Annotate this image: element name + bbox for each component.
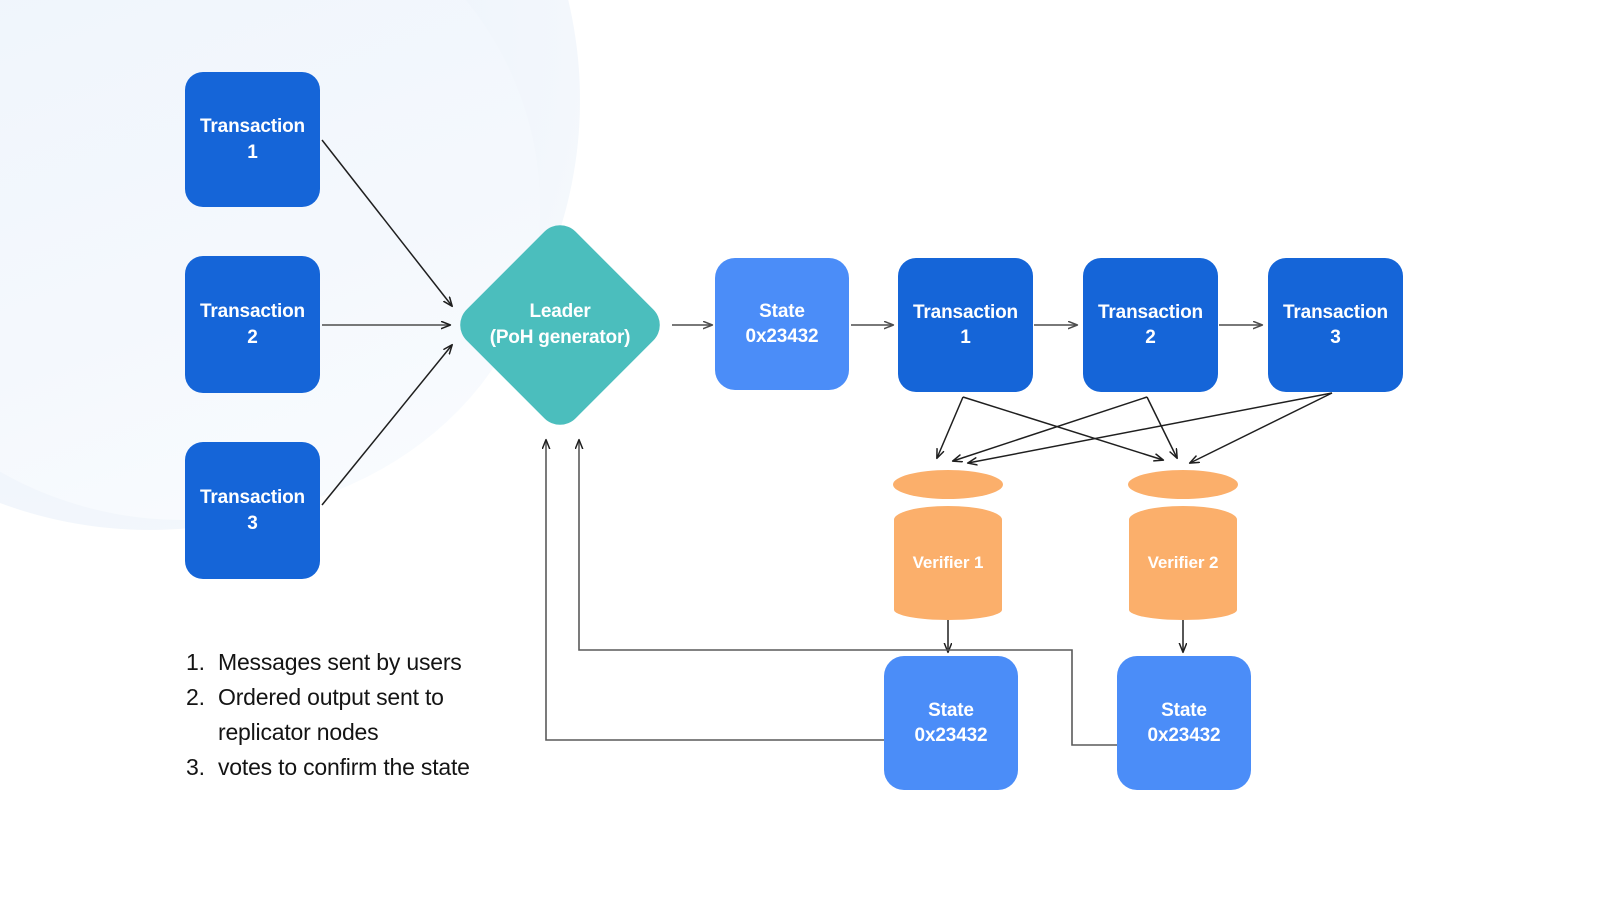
incoming-transaction-3-label: Transaction — [200, 487, 305, 509]
ordered-transaction-2[interactable]: Transaction 2 — [1083, 258, 1218, 392]
verifier-1-state-hash: 0x23432 — [914, 725, 988, 746]
incoming-transaction-1[interactable]: Transaction 1 — [185, 72, 320, 207]
ordered-transaction-2-label: Transaction — [1098, 301, 1203, 323]
verifier-2-state-box[interactable]: State 0x23432 — [1117, 656, 1251, 790]
verifier-2-cylinder-top — [1128, 470, 1238, 499]
verifier-2-state-label: State — [1161, 699, 1207, 721]
leader-label-group: Leader (PoH generator) — [452, 219, 668, 431]
ordered-transaction-2-index: 2 — [1145, 327, 1156, 348]
ordered-transaction-3[interactable]: Transaction 3 — [1268, 258, 1403, 392]
legend-item-1-text: Messages sent by users — [218, 649, 462, 675]
arrow-otx1-to-verifier1 — [937, 396, 964, 458]
verifier-2-node[interactable]: Verifier 2 — [1128, 470, 1238, 620]
legend-item-1: 1. Messages sent by users — [186, 645, 606, 680]
ordered-transaction-3-index: 3 — [1330, 327, 1341, 348]
arrow-otx3-to-verifier1 — [968, 392, 1333, 463]
arrow-tx1-to-leader — [321, 139, 452, 306]
verifier-1-cylinder-top — [893, 470, 1003, 499]
verifier-1-node[interactable]: Verifier 1 — [893, 470, 1003, 620]
arrow-otx1-to-verifier2 — [962, 396, 1163, 460]
legend-item-3: 3. votes to confirm the state — [186, 750, 606, 785]
ordered-transaction-1-index: 1 — [960, 327, 971, 348]
incoming-transaction-3-index: 3 — [247, 512, 258, 534]
incoming-transaction-2-label: Transaction — [200, 301, 305, 323]
verifier-2-label: Verifier 2 — [1147, 553, 1219, 572]
incoming-transaction-1-label: Transaction — [200, 116, 305, 138]
legend: 1. Messages sent by users 2. Ordered out… — [186, 645, 606, 785]
verifier-2-cylinder-body — [1129, 506, 1237, 620]
legend-item-2-number: 2. — [186, 684, 205, 710]
verifier-1-state-box[interactable]: State 0x23432 — [884, 656, 1018, 790]
verifier-1-label: Verifier 1 — [912, 553, 984, 572]
legend-item-2: 2. Ordered output sent to — [186, 680, 606, 715]
verifier-1-state-label: State — [928, 699, 974, 721]
ordered-transaction-1[interactable]: Transaction 1 — [898, 258, 1033, 392]
ordered-transaction-1-label: Transaction — [913, 301, 1018, 323]
ledger-state-box[interactable]: State 0x23432 — [715, 258, 849, 390]
leader-node[interactable]: Leader (PoH generator) — [451, 216, 669, 434]
ordered-transaction-3-label: Transaction — [1283, 301, 1388, 323]
feedback-state2-to-leader — [579, 440, 1117, 746]
arrow-tx3-to-leader — [321, 345, 452, 506]
legend-item-2-continuation: replicator nodes — [218, 719, 379, 745]
verifier-2-state-hash: 0x23432 — [1147, 725, 1221, 746]
incoming-transaction-3[interactable]: Transaction 3 — [185, 442, 320, 579]
incoming-transaction-2[interactable]: Transaction 2 — [185, 256, 320, 393]
leader-title: Leader — [529, 301, 591, 323]
arrow-otx2-to-verifier2 — [1146, 396, 1177, 458]
arrow-otx3-to-verifier2 — [1190, 392, 1333, 463]
incoming-transaction-2-index: 2 — [247, 326, 258, 348]
verifier-1-cylinder-body — [894, 506, 1002, 620]
incoming-transaction-1-index: 1 — [247, 141, 258, 163]
ledger-state-hash: 0x23432 — [745, 326, 819, 347]
legend-item-2-text: Ordered output sent to — [218, 684, 444, 710]
leader-subtitle: (PoH generator) — [489, 327, 631, 348]
arrow-otx2-to-verifier1 — [953, 396, 1148, 461]
legend-item-1-number: 1. — [186, 649, 205, 675]
ledger-state-label: State — [759, 300, 805, 322]
legend-item-3-text: votes to confirm the state — [218, 754, 470, 780]
legend-item-3-number: 3. — [186, 754, 205, 780]
